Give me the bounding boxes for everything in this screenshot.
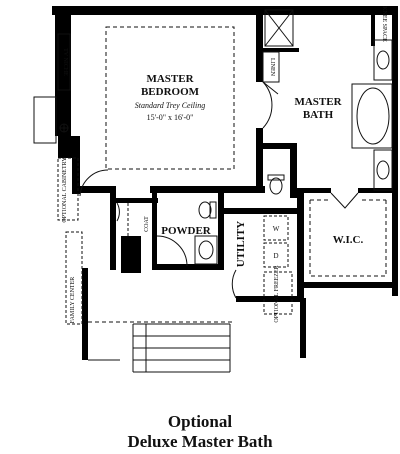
door-bath (262, 81, 279, 129)
sink-top (376, 50, 390, 70)
master-bedroom-label-2: BEDROOM (141, 86, 200, 98)
door-hall (79, 169, 109, 197)
caption-line-1: Optional (167, 412, 233, 431)
toilet-wc (269, 177, 283, 195)
master-bedroom-size: 15'-0" x 16'-0" (147, 113, 194, 122)
sink-bottom (376, 160, 390, 180)
bathtub-basin (356, 87, 390, 145)
knee-space-label: KNEE SPACE (381, 6, 387, 42)
wic-shelving (309, 200, 387, 277)
wic-label: W.I.C. (333, 234, 364, 246)
linen-label: LINEN (269, 58, 275, 77)
vanity-bottom (373, 149, 393, 191)
plan-lines (33, 9, 393, 373)
optional-freezer-label: OPTIONAL FREEZER (274, 265, 280, 322)
utility-label: UTILITY (235, 221, 247, 268)
washer-label: W (273, 225, 280, 233)
family-center-label: FAMILY CENTER (70, 277, 76, 324)
caption-line-2: Deluxe Master Bath (127, 432, 273, 451)
family-center-outline (65, 231, 83, 325)
powder-label: POWDER (161, 225, 212, 237)
powder-vanity (194, 235, 218, 265)
trey-ceiling-outline (105, 26, 235, 170)
door-powder (156, 235, 188, 267)
dryer-label: D (273, 252, 278, 260)
toilet-powder (198, 201, 212, 219)
walls (52, 6, 398, 360)
master-bedroom-label-1: MASTER (146, 73, 194, 85)
washer (263, 215, 289, 241)
master-bath-label-1: MASTER (294, 96, 342, 108)
bathtub (351, 83, 393, 149)
master-bedroom-ceiling: Standard Trey Ceiling (135, 101, 206, 110)
master-bath-label-2: BATH (303, 109, 334, 121)
coat-label: COAT (144, 216, 150, 232)
dryer (263, 242, 289, 268)
tv-niche (57, 33, 71, 91)
shower (264, 9, 294, 47)
optional-cabinetry-label: OPTIONAL CABINETRY (62, 157, 68, 223)
door-utility (231, 269, 237, 299)
vanity-top (373, 39, 393, 81)
door-wic (330, 192, 359, 209)
optional-cabinetry-outline (57, 157, 79, 221)
linen-closet (262, 51, 280, 83)
door-coat (116, 202, 120, 222)
tv-niche-label: TV NICHE (62, 48, 68, 76)
fireplace (33, 96, 57, 144)
stairs (132, 323, 231, 373)
